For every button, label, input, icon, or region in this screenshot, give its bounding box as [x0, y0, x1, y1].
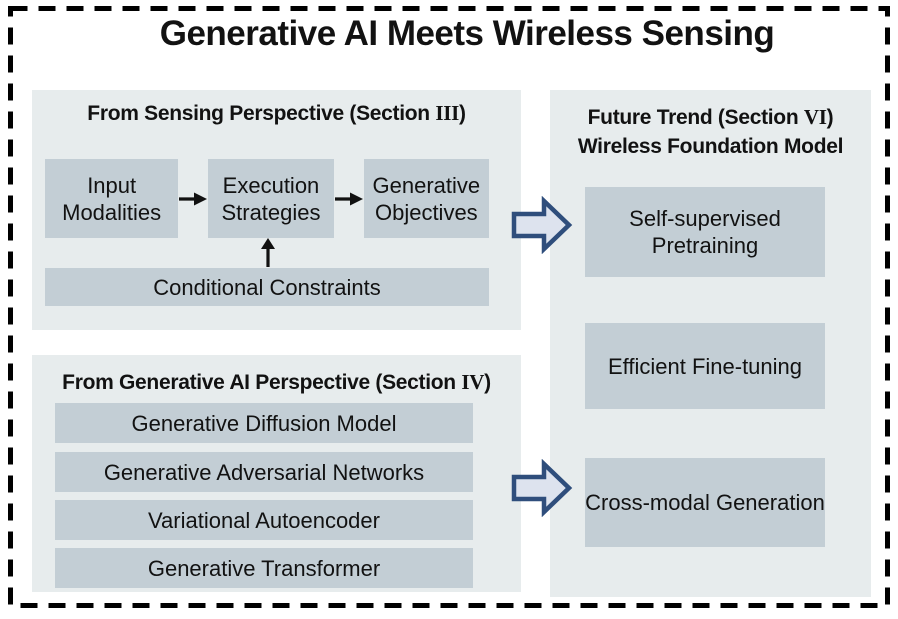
- right-arrow-icon: [179, 192, 208, 205]
- generative-header-suffix: ): [484, 371, 491, 394]
- future-panel-header: Future Trend (Section VI) Wireless Found…: [550, 103, 871, 161]
- right-arrow-icon: [334, 192, 363, 205]
- flow-gap: [178, 159, 208, 238]
- figure-title: Generative AI Meets Wireless Sensing: [0, 14, 898, 54]
- input-modalities-label: Input Modalities: [62, 172, 162, 225]
- generative-header-prefix: From Generative AI Perspective (Section: [62, 371, 462, 394]
- cross-modal-generation-box: Cross-modal Generation: [585, 458, 825, 547]
- up-arrow-icon: [261, 238, 275, 267]
- sensing-flow-row: Input Modalities Execution Strategies Ge…: [45, 159, 489, 238]
- generative-objectives-label: Generative Objectives: [372, 172, 481, 225]
- future-header-line2: Wireless Foundation Model: [577, 135, 844, 158]
- conditional-constraints-label: Conditional Constraints: [153, 274, 381, 300]
- input-modalities-box: Input Modalities: [45, 159, 179, 238]
- sensing-panel-header: From Sensing Perspective (Section III): [32, 101, 521, 126]
- efficient-fine-tuning-label: Efficient Fine-tuning: [607, 353, 803, 379]
- flow-gap: [334, 159, 364, 238]
- figure-title-text: Generative AI Meets Wireless Sensing: [159, 14, 775, 53]
- future-trend-panel: Future Trend (Section VI) Wireless Found…: [550, 90, 871, 597]
- generative-panel-header: From Generative AI Perspective (Section …: [32, 370, 521, 395]
- generative-transformer-label: Generative Transformer: [147, 555, 381, 581]
- generative-header-numeral: IV: [461, 370, 485, 394]
- generative-objectives-box: Generative Objectives: [363, 159, 489, 238]
- sensing-header-numeral: III: [435, 101, 459, 125]
- future-header-line1-prefix: Future Trend (Section: [587, 106, 804, 129]
- generative-diffusion-model-label: Generative Diffusion Model: [131, 410, 397, 436]
- block-arrow-top-icon: [511, 196, 573, 254]
- execution-strategies-label: Execution Strategies: [221, 172, 321, 225]
- variational-autoencoder-label: Variational Autoencoder: [148, 507, 380, 533]
- generative-transformer-box: Generative Transformer: [55, 548, 473, 588]
- self-supervised-pretraining-box: Self-supervised Pretraining: [585, 187, 825, 277]
- generative-adversarial-networks-box: Generative Adversarial Networks: [55, 452, 473, 492]
- sensing-header-prefix: From Sensing Perspective (Section: [87, 102, 436, 125]
- future-header-line1: Future Trend (Section VI): [550, 103, 871, 132]
- generative-ai-perspective-panel: From Generative AI Perspective (Section …: [32, 355, 521, 592]
- future-header-line1-suffix: ): [826, 106, 834, 129]
- generative-adversarial-networks-label: Generative Adversarial Networks: [103, 459, 425, 485]
- self-supervised-pretraining-label: Self-supervised Pretraining: [629, 206, 781, 258]
- execution-strategies-box: Execution Strategies: [208, 159, 334, 238]
- sensing-perspective-panel: From Sensing Perspective (Section III) I…: [32, 90, 521, 330]
- block-arrow-bottom-icon: [511, 459, 573, 517]
- variational-autoencoder-box: Variational Autoencoder: [55, 500, 473, 540]
- cross-modal-generation-label: Cross-modal Generation: [585, 490, 825, 515]
- generative-diffusion-model-box: Generative Diffusion Model: [55, 403, 473, 443]
- efficient-fine-tuning-box: Efficient Fine-tuning: [585, 323, 825, 409]
- conditional-constraints-box: Conditional Constraints: [45, 268, 489, 306]
- sensing-header-suffix: ): [459, 102, 466, 125]
- future-header-numeral: VI: [803, 105, 827, 129]
